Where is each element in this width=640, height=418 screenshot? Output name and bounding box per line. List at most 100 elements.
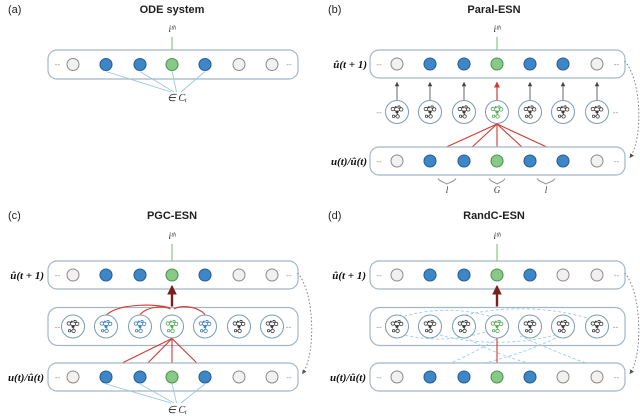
input-node [390, 154, 404, 168]
panel-b: (b) Paral-ESN iᵗʰ û(t + 1) -- -- -- [328, 4, 640, 195]
output-node-ith [490, 57, 504, 71]
row-continuation-dash: -- [614, 373, 620, 382]
random-coupling-curve [432, 338, 498, 371]
row-continuation-dash: -- [614, 60, 620, 69]
output-node [556, 268, 570, 282]
output-node [390, 268, 404, 282]
input-node [133, 370, 147, 384]
output-node [133, 268, 147, 282]
row-continuation-dash: -- [376, 157, 382, 166]
state-node-coupled [198, 57, 212, 72]
input-node [423, 370, 437, 384]
output-node-ith [490, 268, 504, 282]
row-continuation-dash: -- [376, 271, 382, 280]
input-row-label: u(t)/û(t) [330, 372, 366, 384]
coupling-set-line [180, 383, 206, 404]
coupling-set-line [139, 71, 175, 93]
input-node-ith [490, 370, 504, 384]
row-continuation-dash: -- [286, 323, 292, 332]
panel-d: (d) RandC-ESN iᵗʰ û(t + 1) -- -- -- [328, 210, 640, 392]
random-coupling-curve [447, 335, 561, 372]
panel-c: (c) PGC-ESN iᵗʰ û(t + 1) -- -- -- [8, 210, 313, 416]
input-node [198, 370, 212, 384]
output-node [265, 268, 279, 282]
reservoir-row [385, 100, 609, 124]
output-row-label: û(t + 1) [332, 270, 366, 282]
row-continuation-dash: -- [55, 60, 61, 69]
row-continuation-dash: -- [376, 60, 382, 69]
panel-c-title: PGC-ESN [147, 210, 197, 222]
output-node [457, 268, 471, 282]
output-node [523, 268, 537, 282]
row-continuation-dash: -- [613, 108, 619, 117]
output-node [232, 268, 246, 282]
random-coupling-curve [384, 329, 493, 340]
input-node [423, 154, 437, 168]
row-continuation-dash: -- [613, 323, 619, 332]
state-node-coupled [99, 57, 113, 72]
input-node-ith [165, 370, 179, 384]
ith-node-label: iᵗʰ [494, 25, 501, 35]
coupling-set-line [180, 71, 206, 93]
row-continuation-dash: -- [55, 271, 61, 280]
input-node [523, 370, 537, 384]
state-node [232, 58, 246, 71]
coupling-set-line [105, 71, 172, 93]
panel-a: (a) ODE system iᵗʰ -- -- ∈ Cᵢ [8, 4, 299, 104]
row-continuation-dash: -- [286, 271, 292, 280]
input-node [457, 370, 471, 384]
output-node [99, 268, 113, 282]
panel-c-tag: (c) [8, 210, 21, 222]
row-continuation-dash: -- [55, 373, 61, 382]
row-continuation-dash: -- [376, 108, 382, 117]
locality-brace-right [536, 178, 556, 185]
panel-d-title: RandC-ESN [463, 210, 525, 222]
input-node [457, 154, 471, 168]
state-node-coupled [133, 57, 147, 72]
state-node-ith [165, 57, 179, 72]
coupling-set-label: ∈ Cᵢ [167, 405, 187, 416]
reservoir-coupling-arc [139, 306, 171, 315]
panel-a-title: ODE system [140, 4, 205, 16]
group-size-label: G [494, 185, 501, 195]
input-node-ith [490, 154, 504, 168]
state-node [265, 58, 279, 71]
row-continuation-dash: -- [614, 157, 620, 166]
reservoir-row [385, 314, 609, 339]
feedback-loop-arrow [297, 272, 313, 375]
coupling-set-line [139, 383, 175, 404]
output-node [423, 57, 437, 71]
output-node [590, 268, 604, 282]
input-row-label: u(t)/û(t) [331, 156, 367, 168]
reservoir-coupling-arc [173, 306, 206, 315]
row-continuation-dash: -- [614, 271, 620, 280]
output-node [423, 268, 437, 282]
feedback-loop-arrow [624, 60, 640, 159]
output-row-label: û(t + 1) [10, 270, 44, 282]
output-node [523, 57, 537, 71]
coupling-set-label: ∈ Cᵢ [167, 93, 187, 104]
group-brace [488, 178, 506, 185]
input-node [265, 370, 279, 384]
state-node [66, 58, 80, 71]
panel-b-tag: (b) [328, 4, 341, 16]
output-node [66, 268, 80, 282]
row-continuation-dash: -- [376, 373, 382, 382]
input-row-label: u(t)/û(t) [8, 372, 44, 384]
coupling-set-line [105, 383, 172, 404]
row-continuation-dash: -- [55, 323, 61, 332]
output-node [390, 57, 404, 71]
panel-b-title: Paral-ESN [467, 4, 520, 16]
ith-node-label: iᵗʰ [494, 232, 501, 242]
row-continuation-dash: -- [286, 373, 292, 382]
input-node [590, 154, 604, 168]
input-node [556, 370, 570, 384]
input-node [523, 154, 537, 168]
output-row-label: û(t + 1) [333, 59, 367, 71]
coupling-set-line [171, 383, 177, 404]
coupling-set-line [171, 70, 177, 93]
row-continuation-dash: -- [286, 60, 292, 69]
row-continuation-dash: -- [376, 323, 382, 332]
